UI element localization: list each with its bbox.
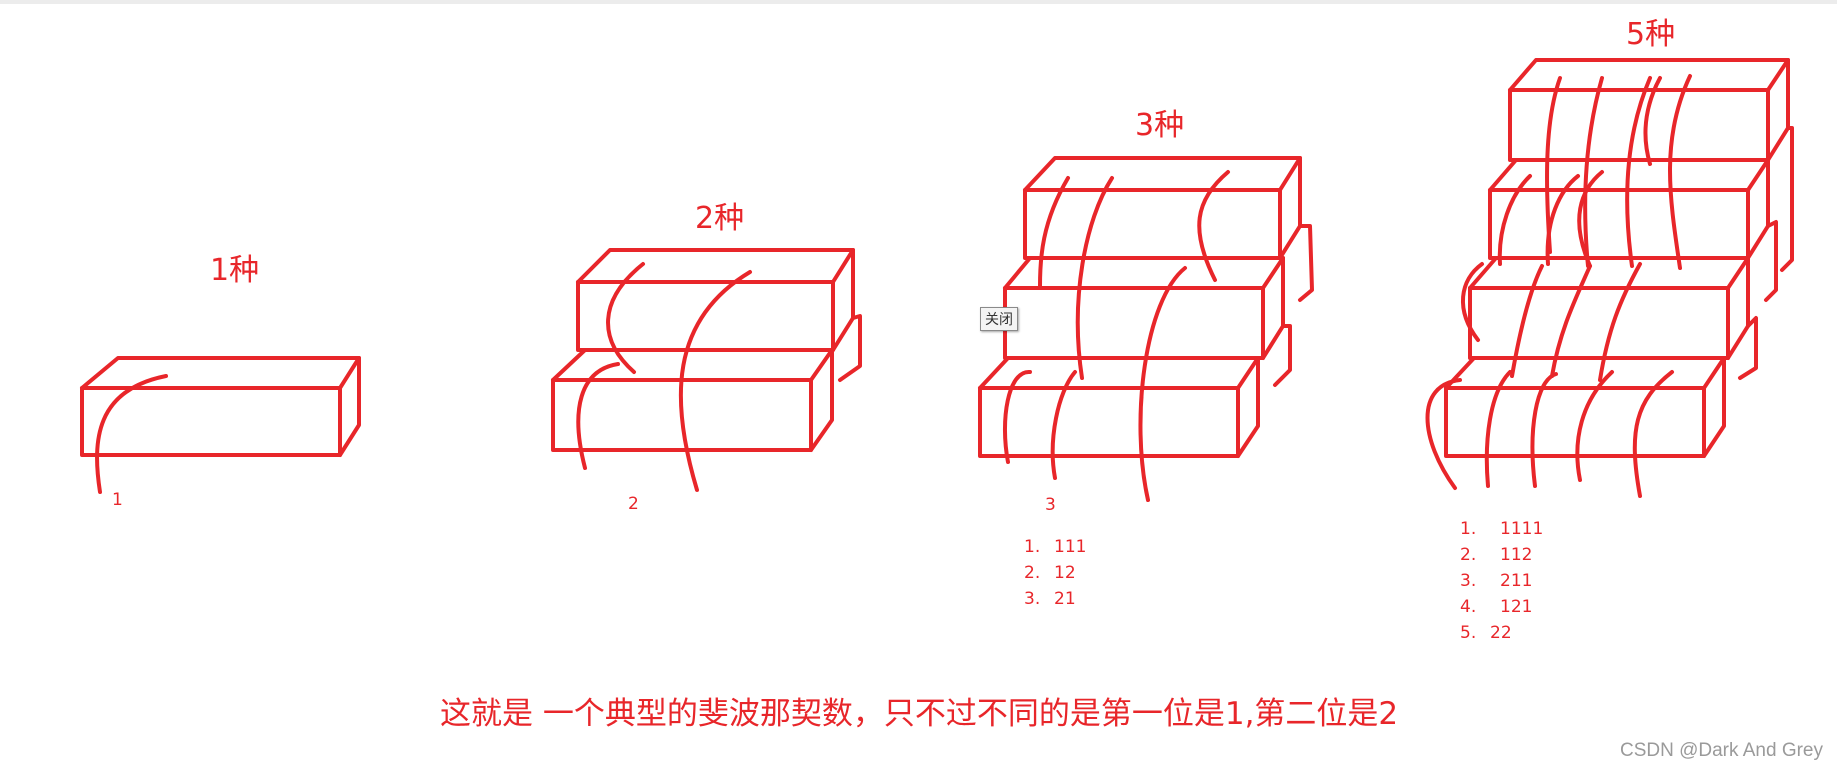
way-sequence: 121: [1500, 597, 1532, 617]
stair-3-header: 3种: [1135, 108, 1184, 143]
diagram-caption: 这就是 一个典型的斐波那契数，只不过不同的是第一位是1,第二位是2: [440, 696, 1399, 732]
climb-path: [1643, 76, 1662, 166]
climb-path: [1545, 174, 1580, 266]
climb-path: [678, 270, 752, 492]
block-bottom: [551, 348, 834, 452]
way-number: 2.: [1460, 545, 1476, 565]
way-number: 5.: [1460, 623, 1476, 643]
way-sequence: 112: [1500, 545, 1532, 565]
stair-1-header: 1种: [210, 253, 259, 288]
close-tooltip[interactable]: 关闭: [980, 307, 1018, 331]
stair-5-ways-list: 1. 1111 2. 112 3. 211 4. 121 5. 22: [1460, 519, 1543, 643]
stair-2: [551, 248, 862, 492]
stair-5-ways-header: 5种: [1626, 17, 1675, 52]
stair-2-header: 2种: [695, 201, 744, 236]
climb-path: [1510, 264, 1544, 378]
block-top: [1508, 58, 1794, 272]
way-sequence: 211: [1500, 571, 1532, 591]
stair-3-count-label: 3: [1045, 495, 1056, 515]
way-sequence: 21: [1054, 589, 1076, 609]
way-sequence: 1111: [1500, 519, 1543, 539]
climb-path: [1632, 370, 1674, 498]
climb-path: [1497, 174, 1532, 266]
stair-2-count-label: 2: [628, 494, 639, 514]
way-sequence: 22: [1490, 623, 1512, 643]
way-number: 4.: [1460, 597, 1476, 617]
climb-path: [1075, 176, 1114, 380]
climb-path: [1583, 76, 1604, 268]
way-number: 1.: [1024, 537, 1040, 557]
way-sequence: 12: [1054, 563, 1076, 583]
block-top: [1023, 156, 1314, 302]
climb-path: [1545, 76, 1562, 254]
climb-path: [606, 262, 645, 374]
climb-path: [1038, 176, 1070, 288]
climb-path: [1050, 370, 1077, 480]
climb-path: [1598, 262, 1642, 382]
block: [80, 356, 361, 457]
climb-path: [1668, 74, 1692, 270]
climb-path: [576, 362, 620, 470]
climb-path: [1577, 170, 1604, 268]
stair-3: [978, 156, 1314, 502]
stair-1: [80, 356, 361, 494]
stair-5-ways: [1425, 58, 1794, 498]
block-top: [576, 248, 862, 382]
climb-path: [1425, 378, 1462, 490]
climb-path: [1530, 372, 1558, 488]
way-number: 3.: [1024, 589, 1040, 609]
climb-path: [1484, 370, 1512, 488]
block-middle: [1003, 256, 1292, 387]
way-sequence: 111: [1054, 537, 1086, 557]
climb-path: [1625, 76, 1652, 268]
climb-path: [1550, 264, 1592, 378]
climb-path: [1575, 370, 1614, 482]
climb-path: [95, 374, 168, 494]
climb-path: [1002, 370, 1032, 464]
way-number: 1.: [1460, 519, 1476, 539]
csdn-watermark: CSDN @Dark And Grey: [1619, 740, 1823, 761]
climb-path: [1197, 170, 1230, 282]
climb-path: [1461, 262, 1484, 342]
climb-path: [1138, 266, 1187, 502]
way-number: 3.: [1460, 571, 1476, 591]
stair-3-ways-list: 1. 111 2. 12 3. 21: [1024, 537, 1086, 609]
way-number: 2.: [1024, 563, 1040, 583]
stair-1-count-label: 1: [112, 490, 123, 510]
top-divider: [0, 0, 1837, 4]
